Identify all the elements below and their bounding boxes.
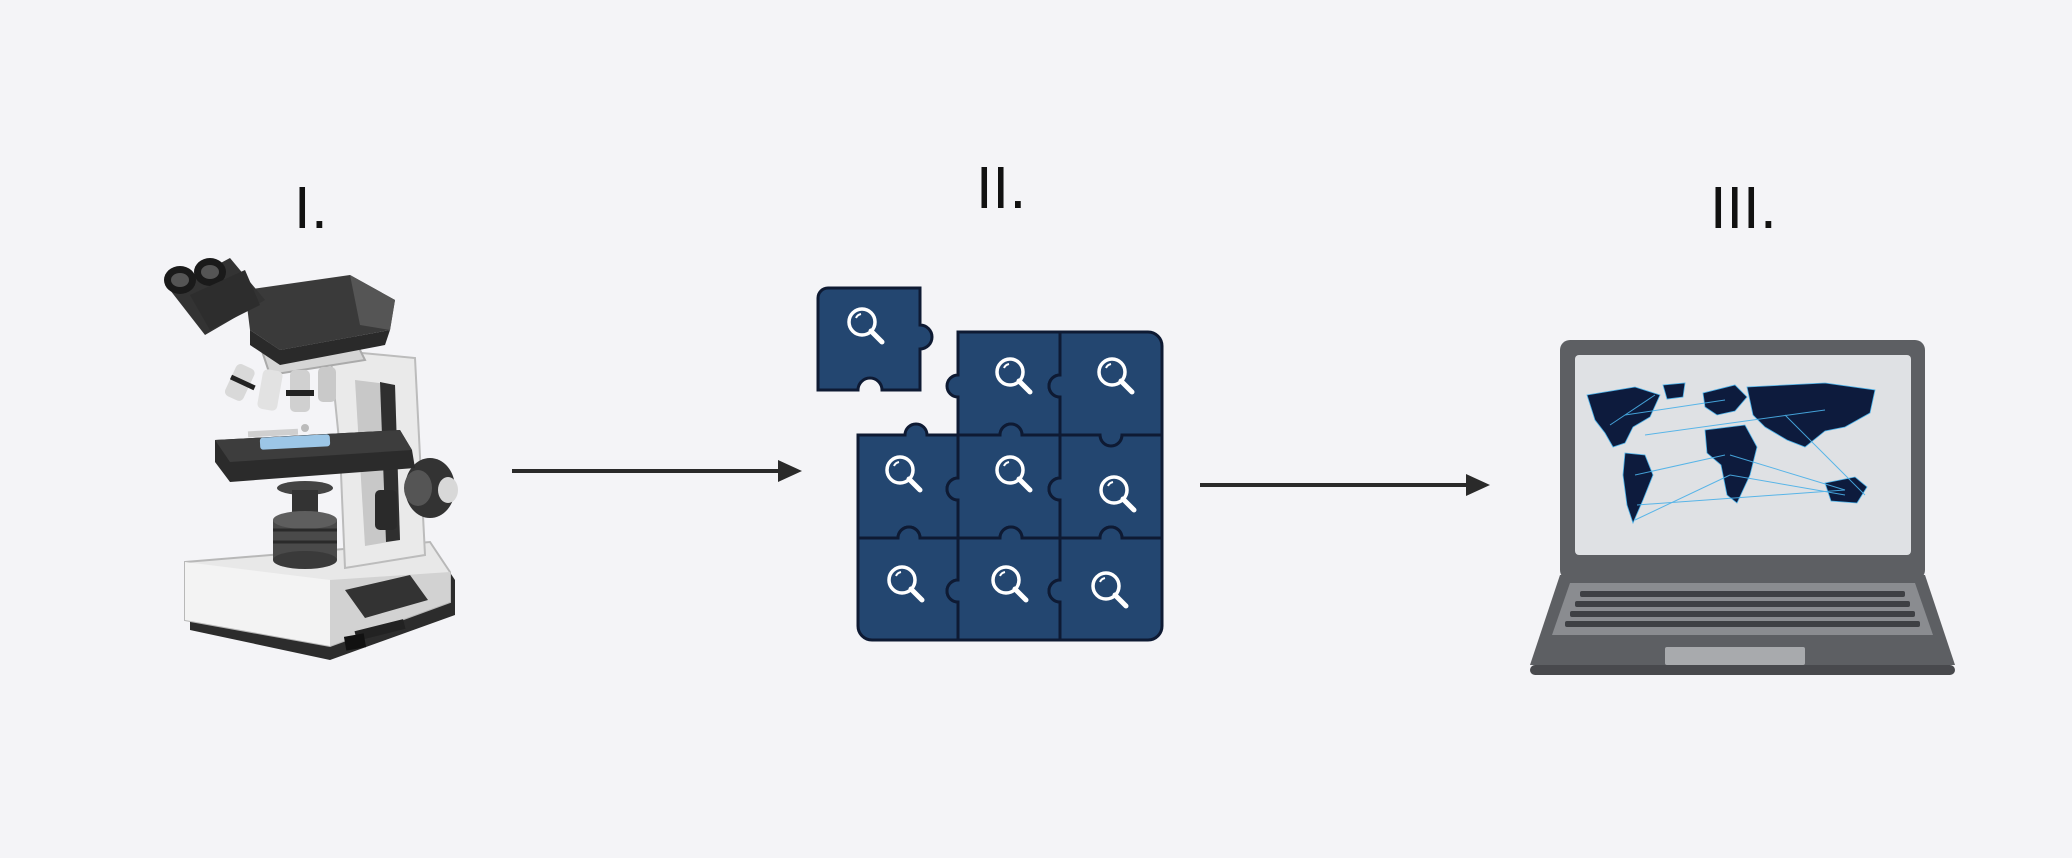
step-2-label: II. [976,157,1027,222]
arrow-step-2-to-3 [1200,474,1490,496]
step-1-label: I. [294,177,329,242]
step-3-label: III. [1710,177,1778,242]
laptop-world-map-icon [1530,340,1955,675]
puzzle-search-icon [816,286,1164,642]
microscope-icon [164,258,458,660]
arrow-step-1-to-2 [512,460,802,482]
